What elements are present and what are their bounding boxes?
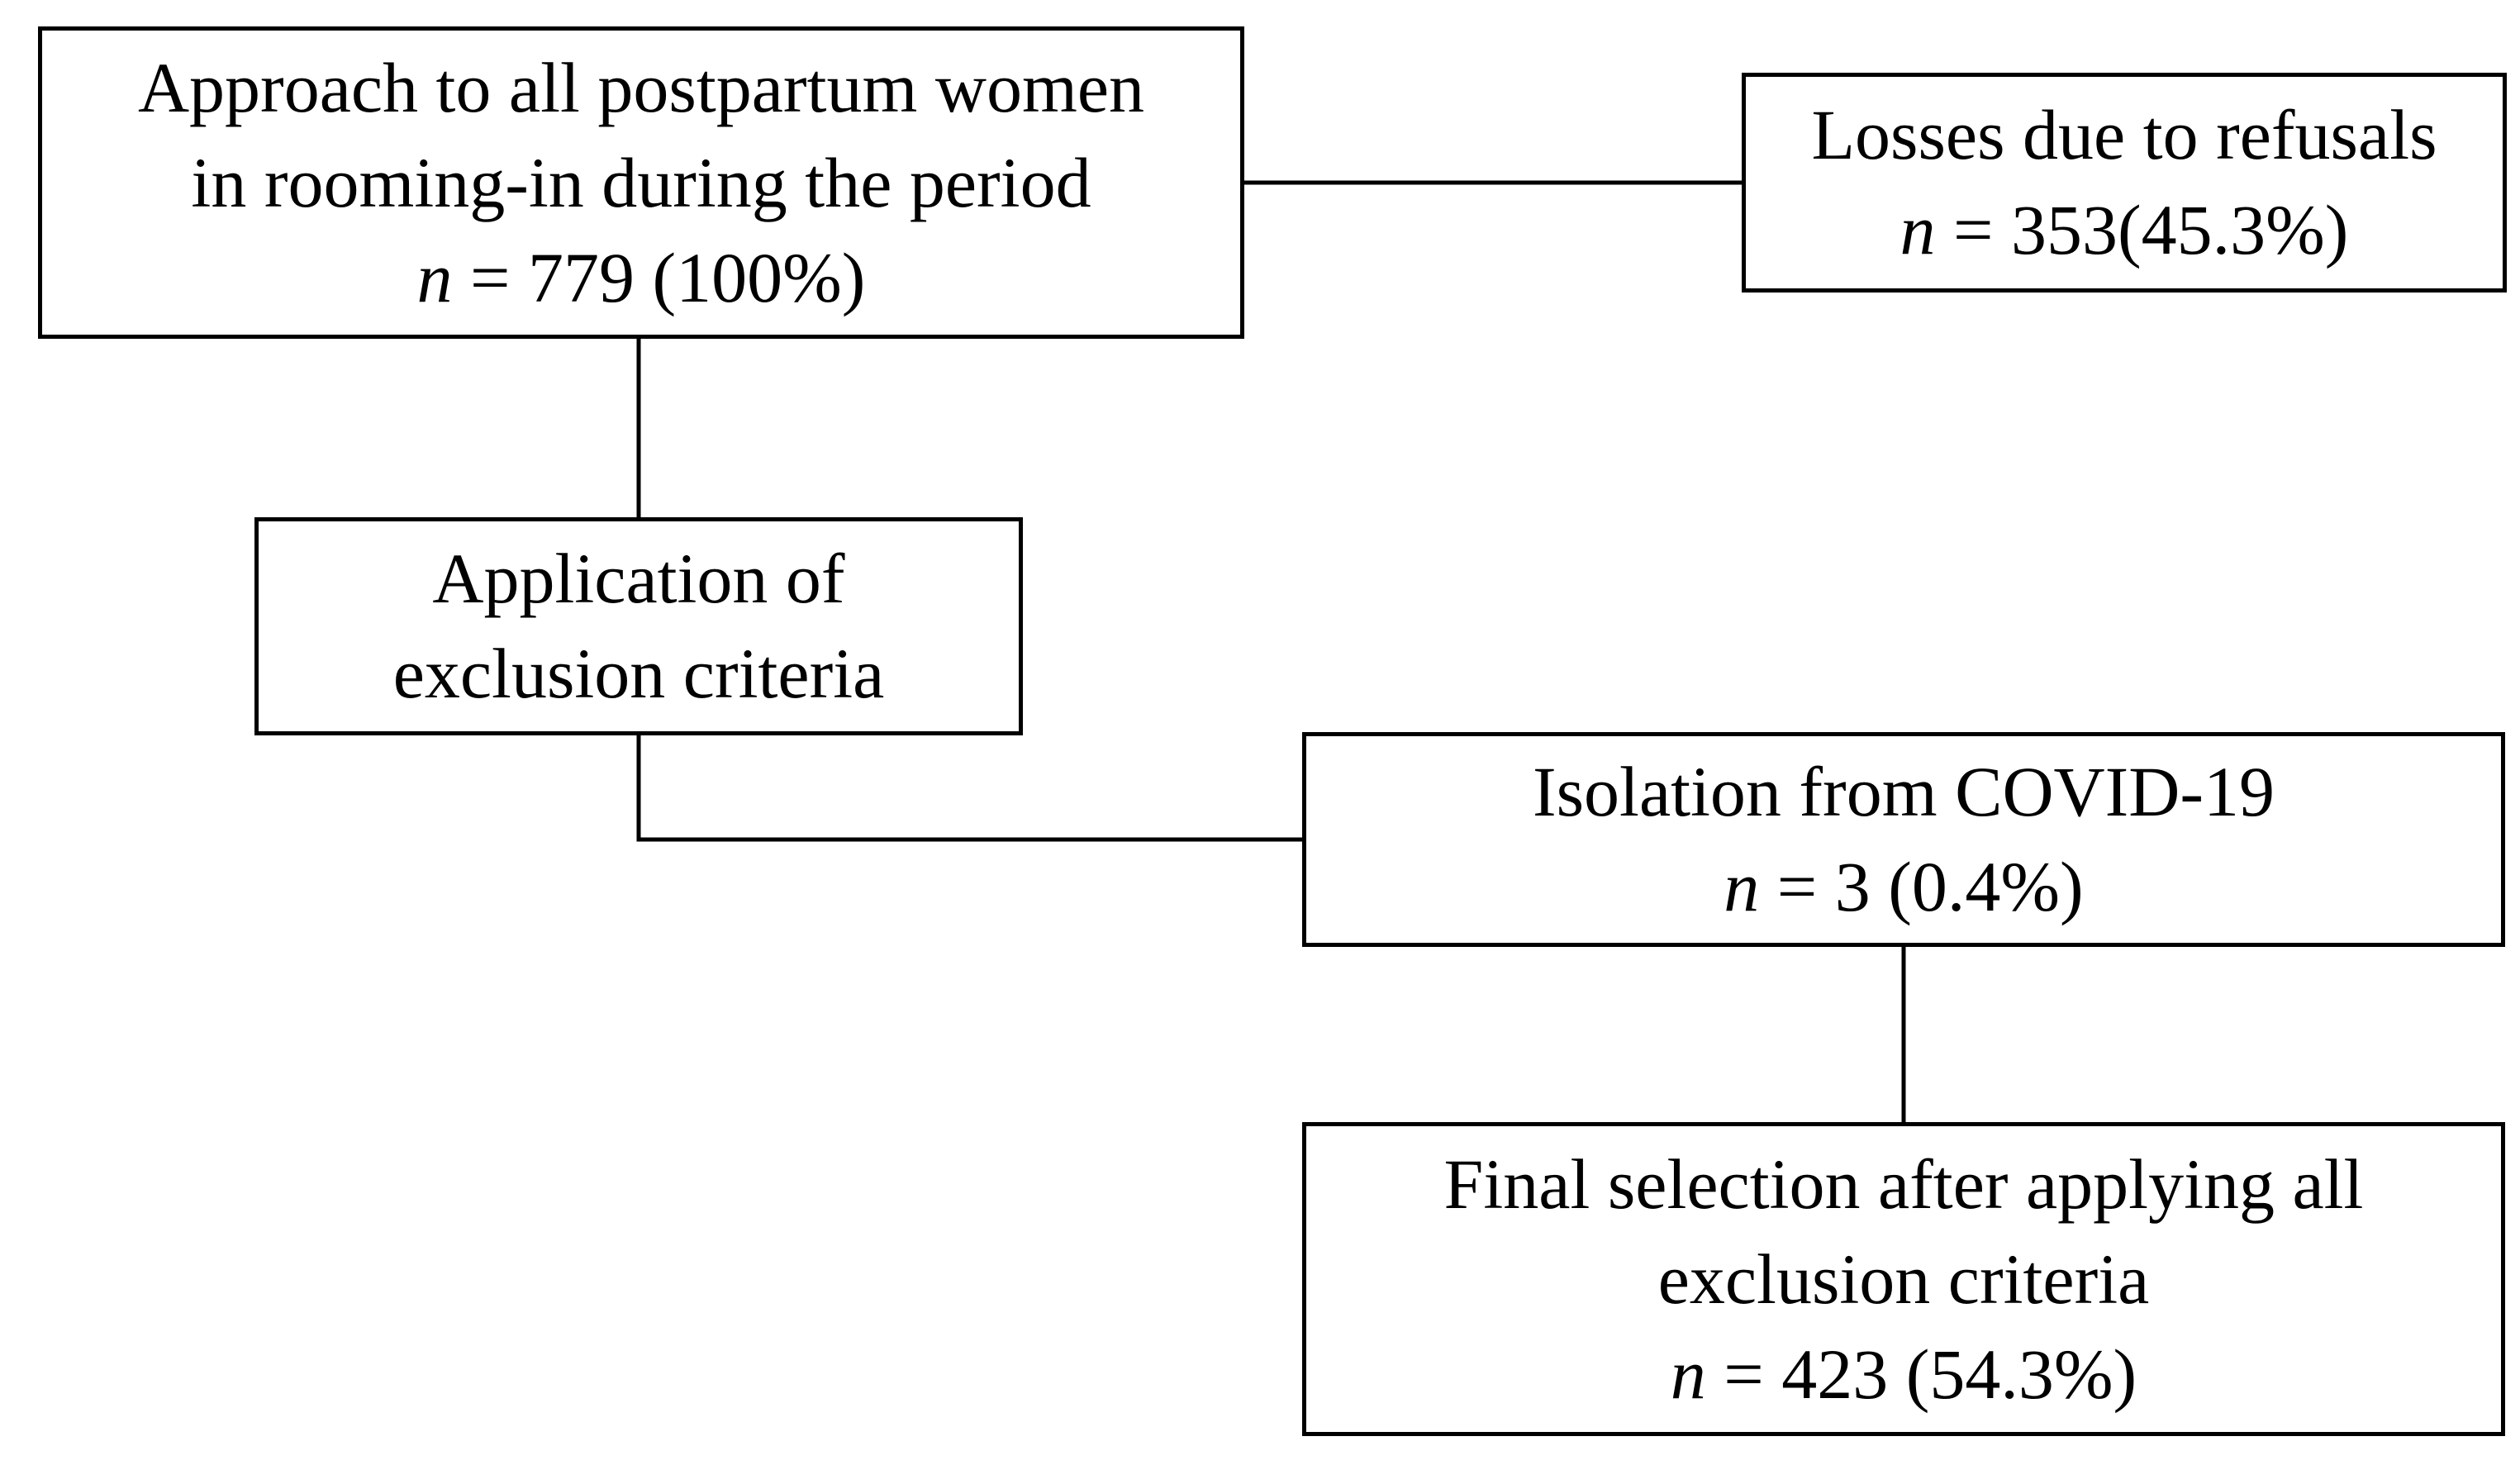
- final-line-1: Final selection after applying all: [1443, 1144, 2364, 1224]
- refusals-box: Losses due to refusals n = 353(45.3%): [1742, 73, 2507, 293]
- covid-isolation-box: Isolation from COVID-19 n = 3 (0.4%): [1302, 732, 2505, 947]
- final-count: n = 423 (54.3%): [1671, 1327, 2137, 1422]
- approach-count: n = 779 (100%): [417, 231, 866, 326]
- approach-line-2: in rooming-in during the period: [191, 142, 1091, 222]
- exclusion-line-2: exclusion criteria: [392, 634, 885, 713]
- refusals-count-value: = 353(45.3%): [1935, 190, 2349, 269]
- final-count-value: = 423 (54.3%): [1705, 1334, 2137, 1414]
- covid-count: n = 3 (0.4%): [1724, 840, 2083, 935]
- approach-count-var: n: [416, 237, 453, 317]
- covid-count-var: n: [1724, 847, 1760, 926]
- approach-count-value: = 779 (100%): [452, 237, 866, 317]
- final-count-var: n: [1670, 1334, 1706, 1414]
- refusals-count: n = 353(45.3%): [1900, 183, 2349, 278]
- final-line-2: exclusion criteria: [1657, 1239, 2150, 1319]
- exclusion-line-1: Application of: [432, 539, 845, 618]
- approach-line-1: Approach to all postpartum women: [137, 47, 1145, 127]
- final-selection-box: Final selection after applying all exclu…: [1302, 1122, 2505, 1436]
- covid-count-value: = 3 (0.4%): [1759, 847, 2084, 926]
- refusals-line-1: Losses due to refusals: [1811, 95, 2437, 174]
- covid-line-1: Isolation from COVID-19: [1532, 752, 2275, 831]
- approach-box: Approach to all postpartum women in room…: [38, 26, 1244, 339]
- exclusion-box: Application of exclusion criteria: [254, 517, 1023, 735]
- refusals-count-var: n: [1900, 190, 1936, 269]
- connector-exclusion-to-covid: [636, 735, 1302, 842]
